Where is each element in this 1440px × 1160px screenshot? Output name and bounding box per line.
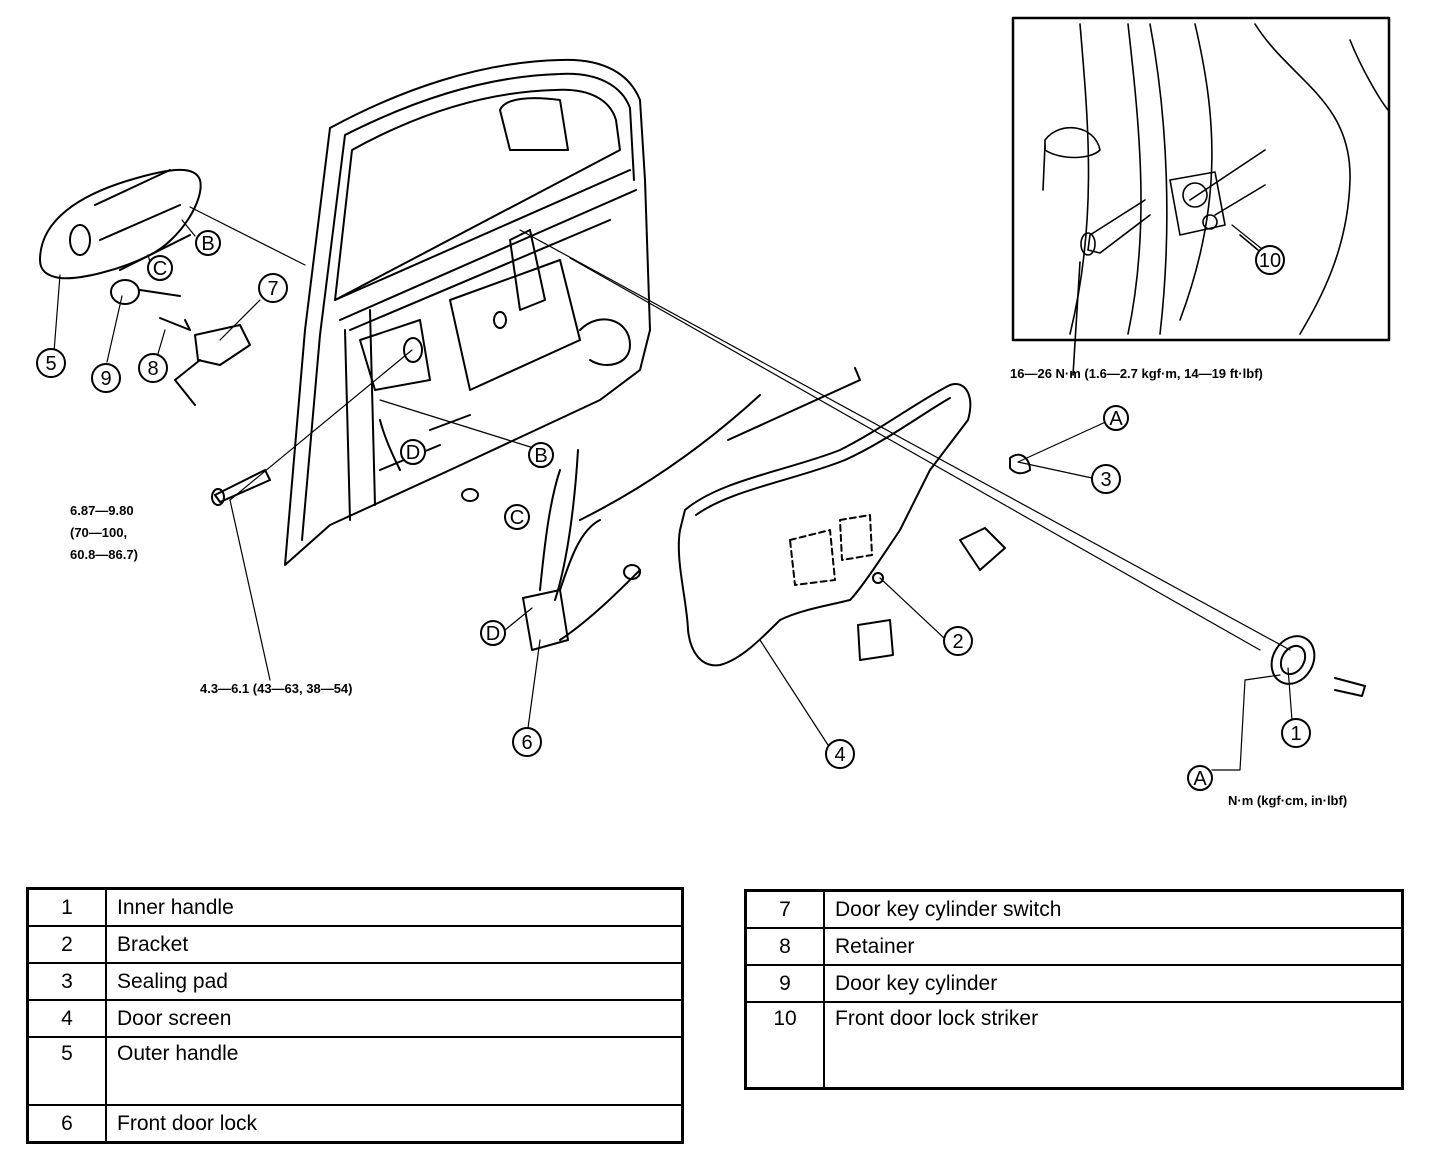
callout-5: 5 bbox=[36, 348, 66, 378]
svg-text:A: A bbox=[1109, 408, 1123, 430]
inset-frame bbox=[1011, 16, 1391, 342]
svg-text:1: 1 bbox=[1290, 723, 1301, 745]
callout-9: 9 bbox=[91, 363, 121, 393]
legend-part-name: Inner handle bbox=[105, 887, 684, 927]
legend-part-number: 5 bbox=[26, 1036, 107, 1106]
exploded-diagram: 1 2 3 4 5 6 7 8 9 10 A A B B C C D D 16—26 N·m (1.6—2.7 … bbox=[36, 16, 1391, 808]
door-frame-drawing bbox=[284, 58, 651, 566]
legend-part-number: 7 bbox=[744, 889, 825, 929]
callout-10: 10 bbox=[1255, 245, 1285, 275]
legend-part-name: Bracket bbox=[105, 925, 684, 964]
svg-text:D: D bbox=[486, 623, 500, 645]
legend-part-name: Retainer bbox=[823, 927, 1404, 966]
svg-text:10: 10 bbox=[1259, 250, 1281, 272]
callout-layer: 1 2 3 4 5 6 7 8 9 10 bbox=[36, 245, 1311, 769]
torque-spec-hinge-line2: (70—100, bbox=[70, 525, 127, 540]
connector-layer: A A B B C C D D bbox=[147, 230, 1213, 791]
svg-text:B: B bbox=[534, 445, 547, 467]
legend-part-name: Sealing pad bbox=[105, 962, 684, 1001]
torque-units-note: N·m (kgf·cm, in·lbf) bbox=[1228, 793, 1347, 808]
inner-handle-drawing bbox=[1270, 635, 1366, 697]
svg-text:C: C bbox=[153, 258, 167, 280]
svg-text:2: 2 bbox=[952, 631, 963, 653]
legend-part-name: Front door lock bbox=[105, 1104, 684, 1144]
callout-3: 3 bbox=[1091, 464, 1121, 494]
connector-c: C bbox=[147, 255, 173, 281]
connector-b: B bbox=[195, 230, 221, 256]
torque-spec-hinge-line1: 6.87—9.80 bbox=[70, 503, 134, 518]
sealing-pad-drawing bbox=[1009, 453, 1031, 475]
legend-part-number: 9 bbox=[744, 964, 825, 1003]
callout-8: 8 bbox=[138, 353, 168, 383]
svg-text:4: 4 bbox=[834, 744, 845, 766]
svg-text:9: 9 bbox=[100, 368, 111, 390]
connector-a: A bbox=[1187, 765, 1213, 791]
svg-text:D: D bbox=[406, 442, 420, 464]
legend-part-number: 4 bbox=[26, 999, 107, 1038]
door-screen-drawing bbox=[677, 367, 1006, 667]
legend-part-name: Door screen bbox=[105, 999, 684, 1038]
striker-inset-drawing bbox=[1042, 23, 1389, 376]
legend-part-name: Door key cylinder switch bbox=[823, 889, 1404, 929]
legend-part-number: 3 bbox=[26, 962, 107, 1001]
legend-part-name: Door key cylinder bbox=[823, 964, 1404, 1003]
legend-part-number: 10 bbox=[744, 1001, 825, 1090]
svg-text:3: 3 bbox=[1100, 469, 1111, 491]
connector-d: D bbox=[400, 439, 426, 465]
svg-text:7: 7 bbox=[267, 278, 278, 300]
connector-c: C bbox=[504, 504, 530, 530]
door-lock-drawing bbox=[522, 394, 761, 651]
svg-text:B: B bbox=[201, 233, 214, 255]
svg-text:C: C bbox=[510, 507, 524, 529]
torque-spec-striker: 16—26 N·m (1.6—2.7 kgf·m, 14—19 ft·lbf) bbox=[1010, 366, 1263, 381]
hinge-bolt-drawing bbox=[214, 469, 271, 503]
callout-2: 2 bbox=[943, 626, 973, 656]
connector-a: A bbox=[1103, 405, 1129, 431]
connector-d: D bbox=[480, 620, 506, 646]
torque-spec-hinge-line3: 60.8—86.7) bbox=[70, 547, 138, 562]
svg-text:6: 6 bbox=[521, 732, 532, 754]
callout-1: 1 bbox=[1281, 718, 1311, 748]
legend-part-name: Outer handle bbox=[105, 1036, 684, 1106]
legend-part-number: 2 bbox=[26, 925, 107, 964]
torque-spec-lock-screw: 4.3—6.1 (43—63, 38—54) bbox=[200, 681, 352, 696]
callout-4: 4 bbox=[825, 739, 855, 769]
callout-7: 7 bbox=[258, 273, 288, 303]
callout-6: 6 bbox=[512, 727, 542, 757]
svg-text:A: A bbox=[1193, 768, 1207, 790]
svg-text:8: 8 bbox=[147, 358, 158, 380]
legend-part-number: 6 bbox=[26, 1104, 107, 1144]
legend-part-number: 1 bbox=[26, 887, 107, 927]
connector-b: B bbox=[528, 442, 554, 468]
legend-part-number: 8 bbox=[744, 927, 825, 966]
legend-part-name: Front door lock striker bbox=[823, 1001, 1404, 1090]
svg-text:5: 5 bbox=[45, 353, 56, 375]
